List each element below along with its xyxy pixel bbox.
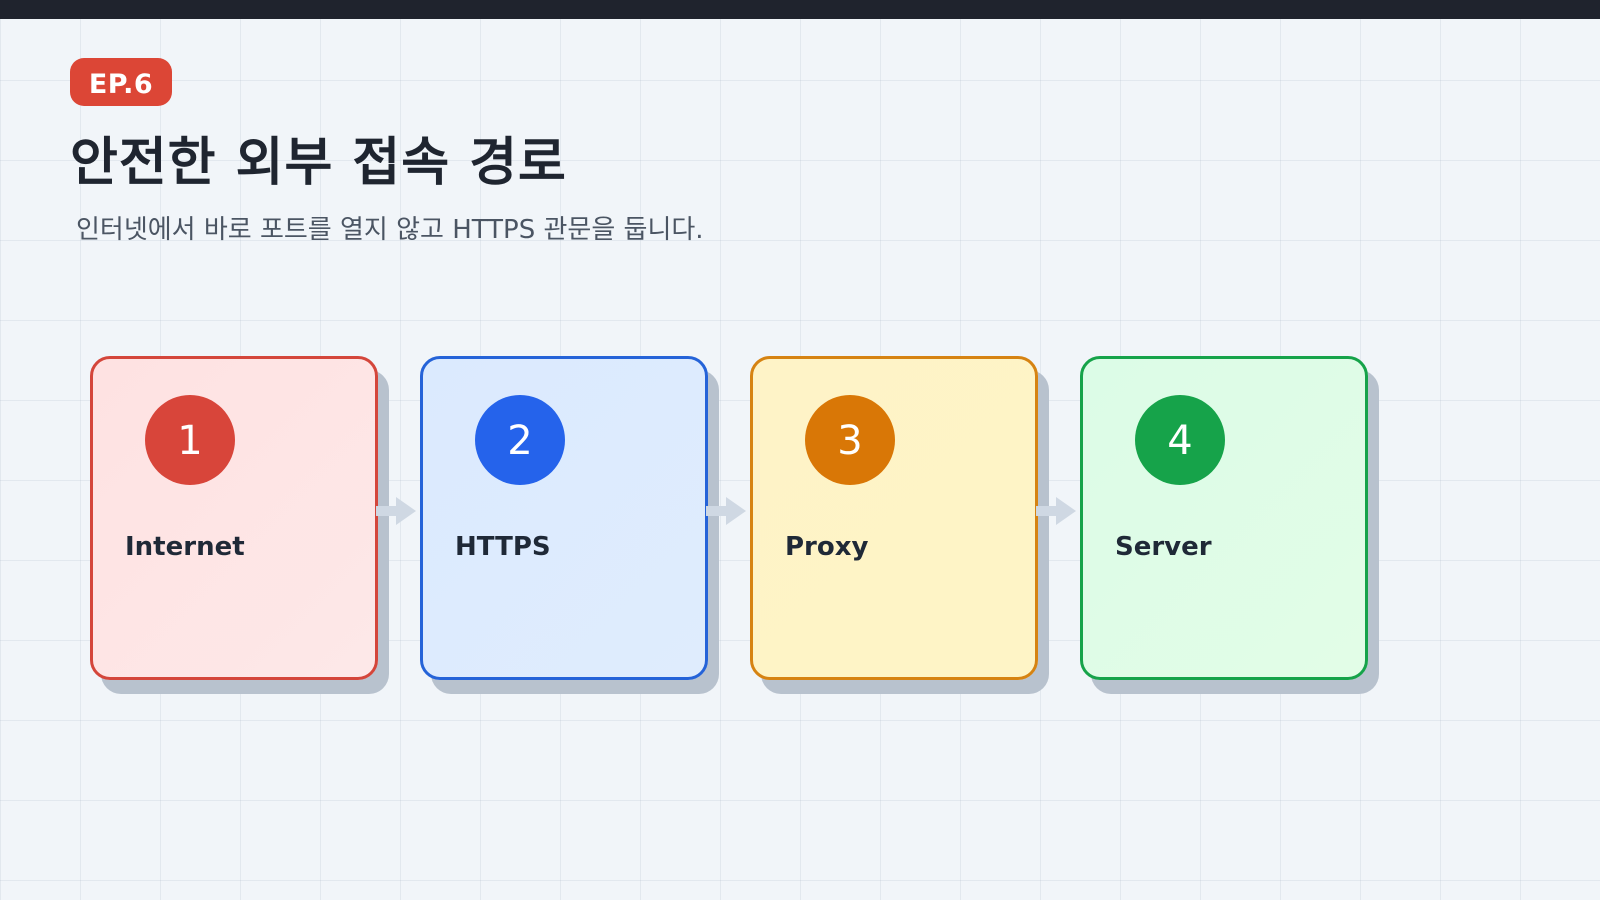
- page-title: 안전한 외부 접속 경로: [70, 133, 567, 193]
- episode-badge: EP.6: [70, 58, 172, 106]
- flow-arrow-icon: [376, 497, 416, 525]
- top-bar: [0, 0, 1600, 19]
- step-label: Proxy: [785, 532, 869, 562]
- step-label: Internet: [125, 532, 245, 562]
- step-proxy-card: 3 Proxy: [750, 356, 1038, 680]
- step-number-badge: 4: [1135, 395, 1225, 485]
- step-internet-card: 1 Internet: [90, 356, 378, 680]
- step-server-card: 4 Server: [1080, 356, 1368, 680]
- step-label: HTTPS: [455, 532, 551, 562]
- step-label: Server: [1115, 532, 1212, 562]
- flow-arrow-icon: [1036, 497, 1076, 525]
- step-number-badge: 3: [805, 395, 895, 485]
- flow-arrow-icon: [706, 497, 746, 525]
- step-number-badge: 2: [475, 395, 565, 485]
- page-subtitle: 인터넷에서 바로 포트를 열지 않고 HTTPS 관문을 둡니다.: [76, 215, 704, 245]
- step-https-card: 2 HTTPS: [420, 356, 708, 680]
- step-number-badge: 1: [145, 395, 235, 485]
